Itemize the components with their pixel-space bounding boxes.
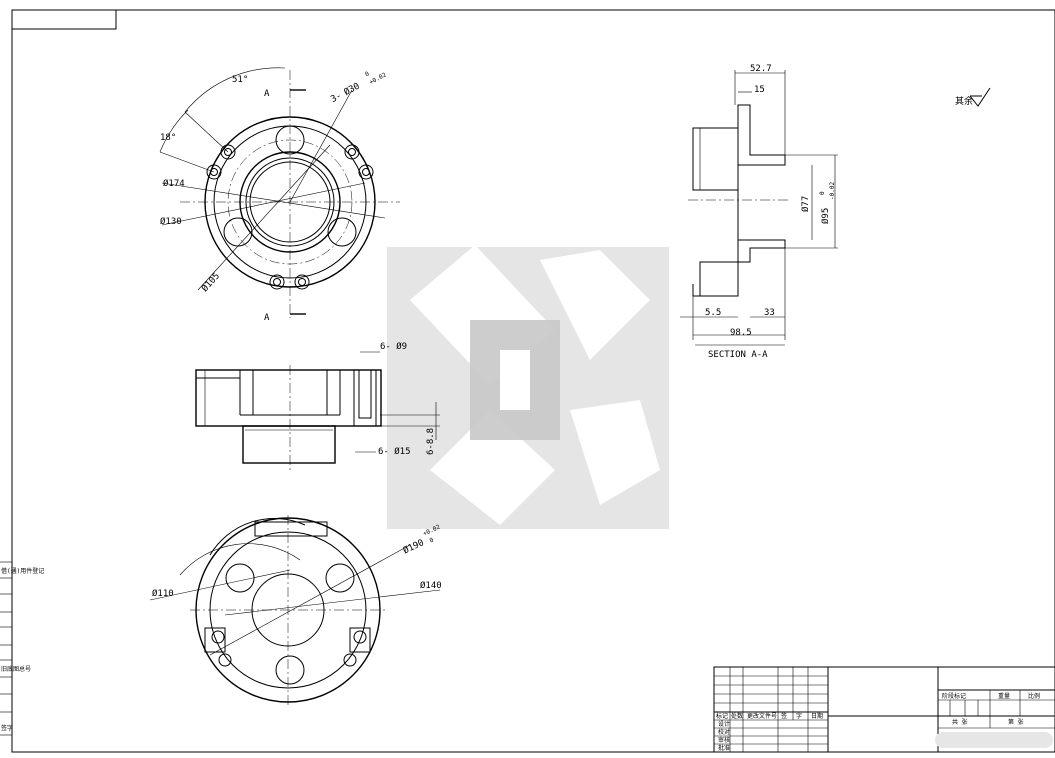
holes-note-prefix: 3-: [329, 91, 343, 105]
section-dia-95: Ø95: [820, 208, 831, 224]
title-block: 标记 处数 更改文件号 签 字 日期 设计 校对 审核 批准 阶段标记 重量 比…: [713, 666, 1055, 753]
angle-51-label: 51°: [232, 75, 248, 85]
rev-header: 日期: [811, 712, 823, 720]
sheet-number: 第 张: [1008, 718, 1024, 726]
side-strip-label: 借(通)用件登记: [1, 567, 44, 575]
roughness-symbol-icon: [969, 87, 991, 107]
section-w-98-5: 98.5: [730, 328, 752, 338]
rev-header: 标记: [716, 712, 728, 720]
rev-header: 字: [796, 712, 802, 720]
rev-header: 处数: [731, 712, 743, 720]
bolt-holes: [206, 144, 374, 290]
role-row: 审核: [718, 736, 730, 744]
section-dia-95-tol-lower: -0.02: [829, 182, 836, 200]
sheet-total: 共 张: [952, 718, 968, 726]
top-view: 51° 18° A A 3- Ø30 0 +0.02 Ø174 Ø130 Ø10…: [159, 67, 400, 323]
dia-130-label: Ø130: [160, 216, 182, 227]
watermark-logo: [387, 245, 669, 529]
section-view: 52.7 15 Ø77 Ø95 0 -0.02 5.5 33 98.5 SECT…: [680, 64, 838, 360]
dia-190-label: Ø190: [401, 537, 425, 556]
stage-header: 阶段标记: [942, 692, 966, 700]
section-w-33: 33: [764, 308, 775, 318]
front-note-bottom: 6- Ø15: [378, 446, 411, 457]
holes-note-dia: Ø30: [342, 81, 362, 98]
side-strip-label: 旧底图总号: [1, 665, 31, 673]
dia-174-label: Ø174: [163, 178, 185, 189]
front-view: 6- Ø9 6- Ø15 6-8.8: [195, 341, 440, 470]
role-row: 设计: [718, 720, 730, 728]
section-w-5-5: 5.5: [705, 308, 721, 318]
section-w-15: 15: [754, 85, 765, 95]
dia-105-label: Ø105: [199, 271, 222, 294]
section-w-52-7: 52.7: [750, 64, 772, 74]
section-dia-95-tol-upper: 0: [819, 191, 826, 195]
side-strip-label: 签字: [1, 724, 13, 732]
role-row: 校对: [718, 728, 730, 736]
surface-roughness-note: 其余: [955, 87, 991, 107]
rev-header: 签: [781, 712, 787, 720]
bottom-view: Ø110 Ø190 +0.02 0 Ø140: [149, 515, 442, 705]
section-caption: SECTION A-A: [708, 350, 768, 360]
section-mark-bottom: A: [264, 313, 270, 323]
dia-140-label: Ø140: [420, 580, 442, 591]
front-note-top: 6- Ø9: [380, 341, 407, 352]
surface-note-text: 其余: [955, 95, 973, 107]
front-depth-label: 6-8.8: [426, 428, 436, 455]
rev-header: 更改文件号: [747, 712, 777, 720]
blurred-overlay: [935, 732, 1053, 748]
holes-tol-upper: 0: [364, 70, 371, 78]
side-strip: 借(通)用件登记 旧底图总号 签字: [0, 561, 44, 736]
weight-header: 重量: [998, 692, 1010, 700]
dia-190-tol-lower: 0: [428, 536, 435, 544]
role-row: 批准: [718, 744, 730, 752]
drawing-frame: [11, 9, 1055, 753]
scale-header: 比例: [1028, 692, 1040, 700]
holes-tol-lower: +0.02: [368, 71, 388, 86]
dia-110-label: Ø110: [152, 588, 174, 599]
section-dia-77: Ø77: [800, 196, 811, 212]
section-mark-top: A: [264, 89, 270, 99]
angle-18-label: 18°: [160, 133, 176, 143]
